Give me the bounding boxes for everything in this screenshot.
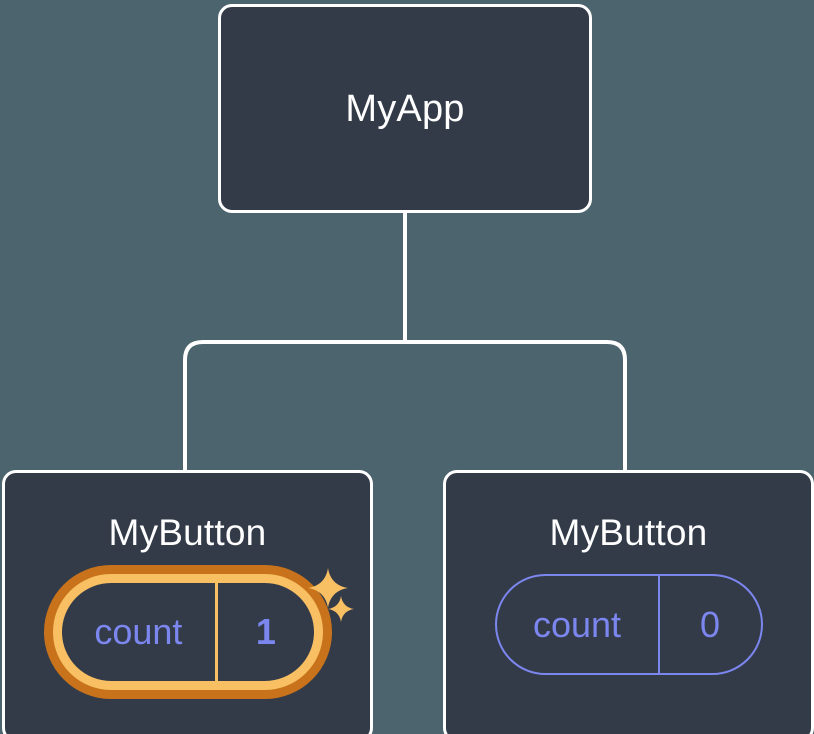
state-pill-count-highlighted[interactable]: count 1 (52, 574, 323, 690)
node-mybutton-left[interactable]: MyButton count 1 (2, 470, 373, 734)
state-pill-left-wrapper: count 1 (52, 568, 354, 690)
state-pill-right-value: 0 (657, 576, 761, 673)
node-myapp-label: MyApp (345, 87, 465, 130)
state-pill-right-wrapper: count 0 (494, 574, 763, 675)
state-pill-left-value: 1 (215, 583, 313, 681)
node-mybutton-right[interactable]: MyButton count 0 (443, 470, 814, 734)
state-pill-right-key: count (532, 603, 622, 645)
node-mybutton-right-label: MyButton (549, 512, 708, 553)
node-mybutton-left-label: MyButton (108, 512, 267, 553)
node-myapp[interactable]: MyApp (218, 4, 592, 213)
state-pill-count-plain[interactable]: count 0 (494, 574, 763, 675)
state-pill-left-key: count (94, 611, 183, 652)
sparkle-small-icon (327, 596, 354, 622)
connector-branch-bus (183, 340, 627, 472)
